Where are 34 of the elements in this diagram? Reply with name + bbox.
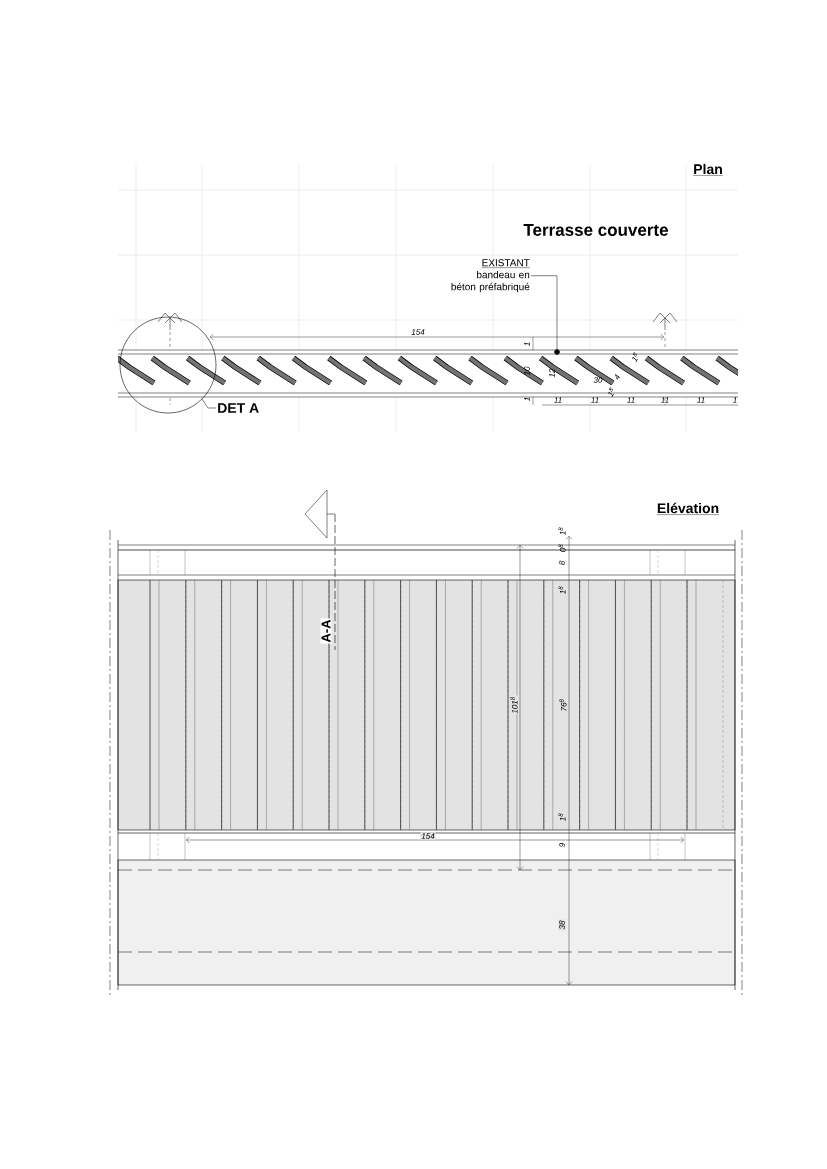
dimension-text: 1$^{8}$ <box>632 352 638 363</box>
dimension-text: 1$^{8}$ <box>608 387 614 398</box>
callout-text: EXISTANT bandeau en béton préfabriqué <box>451 259 530 293</box>
dimension-text: 1$^{8}$ <box>558 813 566 821</box>
dimension-text: 101$^{8}$ <box>509 695 519 715</box>
dimension-text: 1 <box>524 397 530 401</box>
dimension-text: 30 <box>593 377 603 383</box>
section-title: Plan <box>693 163 723 176</box>
dimension-text: 76$^{8}$ <box>558 697 568 713</box>
dimension-text: 1$^{8}$ <box>558 586 566 594</box>
detail-circle <box>119 316 217 414</box>
dimension-text: 38 <box>558 919 566 931</box>
dimension-text: 0$^{8}$ <box>558 544 566 552</box>
section-label: A-A <box>320 618 332 644</box>
detail-label: DET A <box>218 403 259 413</box>
dimension-text: 11 <box>661 397 669 403</box>
dimension-text: 154 <box>420 832 436 840</box>
dimension-text: 1 <box>524 342 530 346</box>
dimension-text: 1$^{8}$ <box>558 527 566 535</box>
dimension-text: 11 <box>697 397 705 403</box>
dimension-text: 11 <box>627 397 635 403</box>
dimension-text: 154 <box>411 329 425 335</box>
leader-line <box>530 275 558 350</box>
dimension-text: 12 <box>549 368 555 378</box>
dimension-text: 4 <box>615 374 620 380</box>
dimension-text: 10 <box>524 366 530 376</box>
dimension-text: 11 <box>554 397 562 403</box>
dimension-text: 11 <box>591 397 599 403</box>
dimension-text: 1 <box>733 397 737 403</box>
dimension-text: 8 <box>559 560 565 566</box>
section-title: Elévation <box>656 502 720 515</box>
area-label: Terrasse couverte <box>523 224 668 236</box>
leader-line <box>201 398 217 409</box>
dimension-text: 9 <box>559 842 565 847</box>
